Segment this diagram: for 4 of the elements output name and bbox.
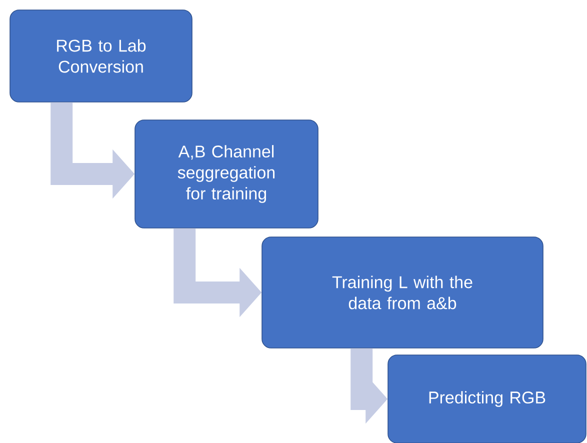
process-box: Predicting RGB	[388, 354, 586, 443]
process-box: Training L with the data from a&b	[262, 236, 544, 348]
process-box: A,B Channel seggregation for training	[134, 120, 318, 228]
process-box: RGB to Lab Conversion	[10, 10, 192, 102]
